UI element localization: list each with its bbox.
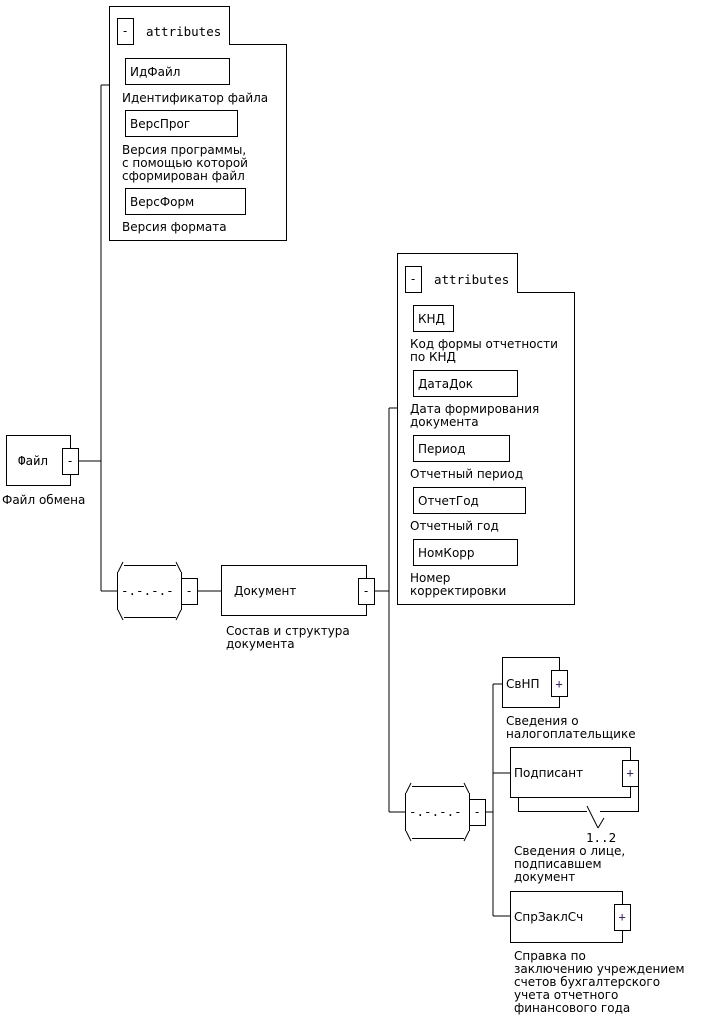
minus-icon[interactable]: - (474, 805, 481, 819)
attribute-description: по КНД (410, 350, 456, 364)
attribute-name: ВерсФорм (130, 195, 194, 209)
sequence-compositor[interactable]: -.-.-.- - (117, 561, 198, 621)
attribute-box[interactable] (125, 58, 230, 85)
root-element[interactable]: Файл - Файл обмена (2, 435, 85, 508)
minus-icon[interactable]: - (363, 584, 370, 598)
attribute-description: Номер (410, 571, 450, 585)
attribute-description: сформирован файл (122, 169, 245, 183)
attribute-box[interactable] (413, 487, 526, 514)
element-description: подписавшем (514, 857, 602, 871)
plus-icon[interactable]: + (627, 766, 634, 780)
attribute-description: Отчетный год (410, 519, 499, 533)
minus-icon[interactable]: - (410, 272, 417, 286)
attribute-box[interactable] (413, 305, 454, 332)
element-description: заключению учреждением (514, 962, 685, 976)
attribute-name: Период (418, 442, 465, 456)
element-description: Справка по (514, 949, 586, 963)
minus-icon[interactable]: - (186, 584, 193, 598)
multiplicity-marker (597, 817, 605, 829)
connectors (78, 84, 510, 917)
minus-icon[interactable]: - (122, 24, 129, 38)
collapse-toggle[interactable] (62, 448, 79, 475)
element-description: Сведения о (506, 714, 579, 728)
element-box[interactable] (510, 891, 623, 943)
multiplicity-shadow (518, 786, 639, 812)
collapse-toggle[interactable] (181, 578, 198, 605)
sequence-symbol: -.-.-.- (121, 583, 174, 598)
attribute-description: корректировки (410, 584, 506, 598)
plus-icon[interactable]: + (619, 910, 626, 924)
element-description: финансового года (514, 1001, 630, 1015)
element-description: учета отчетного (514, 988, 618, 1002)
expand-toggle[interactable] (622, 760, 639, 787)
attribute-description: Версия формата (122, 220, 227, 234)
element-description: документ (514, 870, 575, 884)
sequence-symbol: -.-.-.- (409, 804, 462, 819)
expand-toggle[interactable] (551, 670, 568, 697)
element-box[interactable] (502, 657, 560, 708)
sequence-compositor[interactable]: -.-.-.- - (405, 782, 486, 842)
attribute-description: Идентификатор файла (122, 91, 268, 105)
file-attributes-group: - attributes ИдФайл Идентификатор файла … (109, 6, 287, 241)
document-element[interactable]: Документ - Состав и структура документа (221, 565, 375, 652)
collapse-toggle[interactable] (469, 799, 486, 826)
attribute-box[interactable] (413, 370, 518, 397)
attribute-name: ДатаДок (418, 377, 473, 391)
attribute-box[interactable] (413, 435, 510, 462)
collapse-toggle[interactable] (117, 18, 134, 45)
multiplicity-label: 1..2 (586, 830, 616, 845)
attribute-description: с помощью которой (122, 156, 248, 170)
attributes-label: attributes (434, 272, 509, 287)
document-element-name: Документ (234, 584, 296, 598)
element-name: СвНП (506, 677, 540, 691)
document-element-description: документа (226, 637, 295, 651)
element-description: налогоплательщике (506, 727, 636, 741)
attribute-name: НомКорр (418, 546, 475, 560)
element-name: Подписант (514, 766, 583, 780)
attribute-box[interactable] (125, 110, 238, 137)
attribute-name: ОтчетГод (418, 494, 479, 508)
minus-icon[interactable]: - (67, 454, 74, 468)
attribute-box[interactable] (125, 188, 246, 215)
document-attributes-group: - attributes КНД Код формы отчетности по… (397, 253, 575, 605)
root-element-name: Файл (18, 453, 48, 468)
element-box[interactable] (510, 747, 631, 798)
attribute-description: Дата формирования (410, 402, 539, 416)
multiplicity-marker (586, 805, 599, 829)
attributes-panel (397, 253, 575, 605)
collapse-toggle[interactable] (358, 578, 375, 605)
attribute-name: ИдФайл (130, 65, 180, 79)
attribute-description: Отчетный период (410, 467, 523, 481)
collapse-toggle[interactable] (405, 266, 422, 293)
child-element-sprzaklsch[interactable]: СпрЗаклСч + Справка по заключению учрежд… (510, 891, 685, 1016)
document-element-description: Состав и структура (226, 624, 350, 638)
root-element-description: Файл обмена (2, 493, 85, 507)
attribute-name: ВерсПрог (130, 117, 190, 131)
child-element-svnp[interactable]: СвНП + Сведения о налогоплательщике (502, 657, 636, 742)
attribute-box[interactable] (413, 539, 518, 566)
element-description: Сведения о лице, (514, 844, 625, 858)
attribute-description: Код формы отчетности (410, 337, 558, 351)
attribute-description: документа (410, 415, 479, 429)
attributes-label: attributes (146, 24, 221, 39)
child-element-podpisant[interactable]: Подписант + 1..2 Сведения о лице, подпис… (510, 747, 639, 885)
element-name: СпрЗаклСч (514, 910, 583, 924)
attribute-description: Версия программы, (122, 143, 246, 157)
plus-icon[interactable]: + (556, 677, 563, 691)
element-description: счетов бухгалтерского (514, 975, 660, 989)
expand-toggle[interactable] (614, 904, 631, 931)
attribute-name: КНД (418, 312, 445, 326)
